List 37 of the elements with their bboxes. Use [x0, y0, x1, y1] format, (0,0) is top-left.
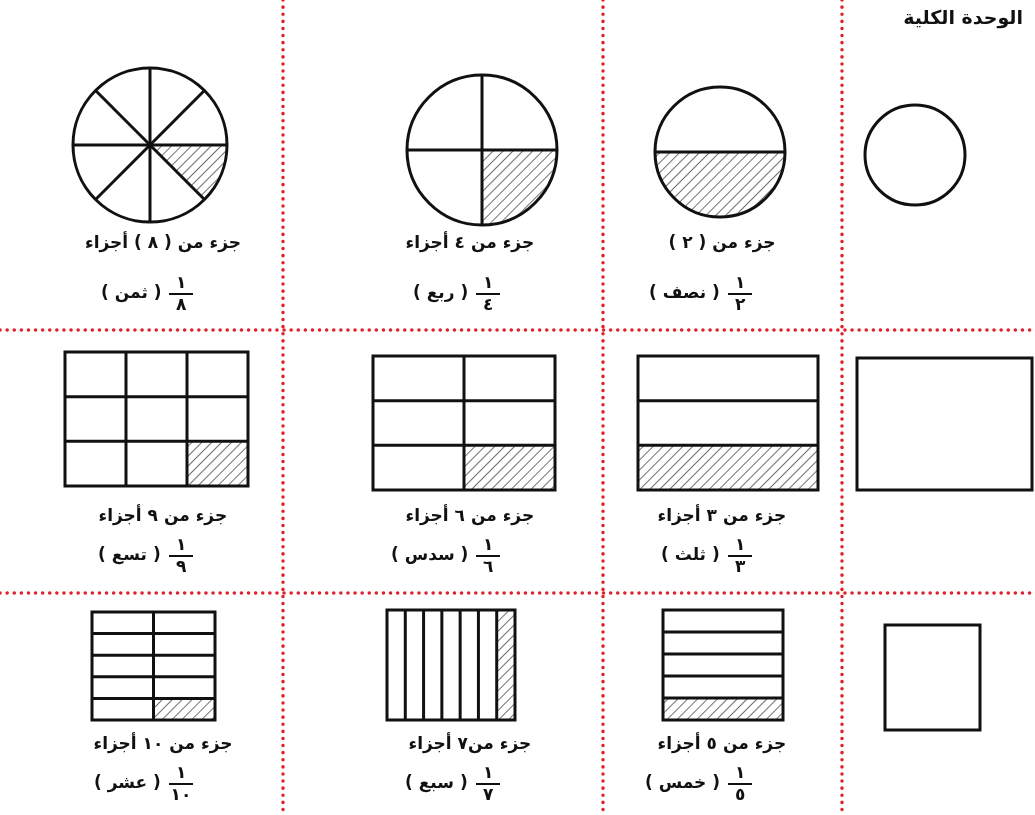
- fraction-caption: جزء من ٩ أجزاء: [98, 505, 228, 525]
- fraction-caption: جزء من٧ أجزاء: [408, 733, 532, 753]
- fraction-name: ( تسع ): [98, 544, 161, 564]
- fraction-caption: جزء من ٦ أجزاء: [405, 505, 535, 525]
- fraction-name: ( عشر ): [94, 772, 161, 792]
- fraction-name: ( ثلث ): [661, 544, 720, 564]
- denominator: ٨: [176, 294, 187, 314]
- denominator: ٧: [483, 784, 494, 804]
- numerator: ١: [483, 534, 494, 554]
- numerator: ١: [735, 272, 746, 292]
- numerator: ١: [735, 762, 746, 782]
- numerator: ١: [735, 534, 746, 554]
- numerator: ١: [176, 534, 187, 554]
- denominator: ٩: [176, 556, 187, 576]
- column-heading: الوحدة الكلية: [903, 6, 1023, 28]
- fraction-caption: جزء من ٥ أجزاء: [657, 733, 787, 753]
- denominator: ٤: [483, 294, 494, 314]
- fraction-name: ( ثمن ): [101, 282, 162, 302]
- numerator: ١: [176, 762, 187, 782]
- denominator: ٣: [735, 556, 746, 576]
- fraction-caption: جزء من ( ٨ ) أجزاء: [85, 232, 242, 252]
- fraction-name: ( نصف ): [649, 282, 720, 302]
- numerator: ١: [483, 272, 494, 292]
- fraction-name: ( ربع ): [413, 282, 469, 302]
- fraction-caption: جزء من ٣ أجزاء: [657, 505, 787, 525]
- fraction-caption: جزء من ١٠ أجزاء: [93, 733, 233, 753]
- fraction-name: ( خمس ): [645, 772, 721, 792]
- denominator: ٢: [735, 294, 746, 314]
- denominator: ٥: [735, 784, 746, 804]
- denominator: ١٠: [170, 784, 192, 804]
- fraction-name: ( سبع ): [405, 772, 468, 792]
- numerator: ١: [483, 762, 494, 782]
- fraction-caption: جزء من ٤ أجزاء: [405, 232, 535, 252]
- fraction-name: ( سدس ): [391, 544, 469, 564]
- fraction-caption: جزء من ( ٢ ): [668, 232, 776, 252]
- numerator: ١: [176, 272, 187, 292]
- denominator: ٦: [483, 556, 494, 576]
